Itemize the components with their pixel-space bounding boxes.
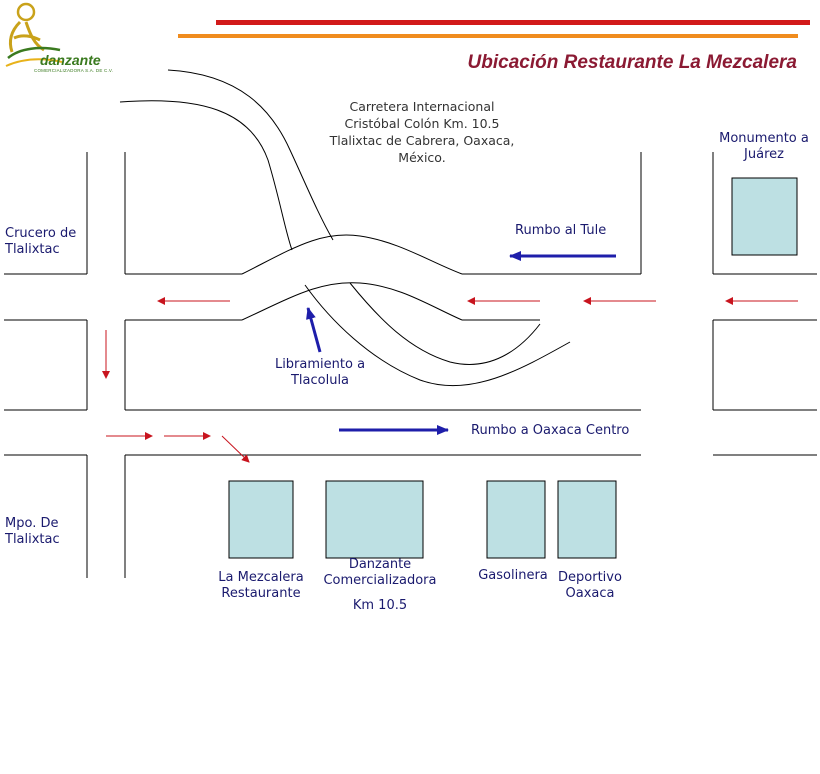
logo-subtitle: COMERCIALIZADORA S.A. DE C.V. bbox=[34, 68, 114, 73]
label-rumbo-tule: Rumbo al Tule bbox=[515, 223, 607, 238]
traffic-arrows bbox=[102, 297, 798, 463]
label-mezcalera: La Mezcalera Restaurante bbox=[206, 570, 316, 602]
building-deportivo bbox=[557, 480, 617, 559]
label-crucero: Crucero de Tlalixtac bbox=[5, 226, 76, 258]
address-block: Carretera Internacional Cristóbal Colón … bbox=[312, 98, 532, 166]
buildings bbox=[228, 177, 798, 559]
label-line: Juárez bbox=[744, 147, 784, 162]
bypass-line bbox=[349, 282, 541, 365]
bridge-curve-top bbox=[241, 234, 463, 275]
label-line: Crucero de bbox=[5, 226, 77, 241]
address-line: México. bbox=[398, 150, 446, 165]
road-lines bbox=[4, 69, 817, 578]
logo-wordmark: danzante bbox=[40, 52, 101, 68]
bypass-line bbox=[304, 284, 571, 387]
label-gasolinera: Gasolinera bbox=[478, 568, 548, 583]
label-line: Deportivo bbox=[558, 570, 622, 585]
label-deportivo: Deportivo Oaxaca bbox=[545, 570, 635, 602]
building-monumento bbox=[731, 177, 798, 256]
label-line: Tlalixtac bbox=[5, 532, 60, 547]
label-line: Libramiento a bbox=[274, 357, 366, 372]
label-monumento: Monumento a Juárez bbox=[708, 131, 820, 163]
label-rumbo-oaxaca: Rumbo a Oaxaca Centro bbox=[471, 423, 630, 438]
label-line: Restaurante bbox=[221, 586, 301, 601]
red-arrow bbox=[221, 435, 250, 463]
label-libramiento: Libramiento a Tlacolula bbox=[262, 357, 378, 389]
label-line: Danzante bbox=[348, 557, 412, 572]
label-line: Comercializadora bbox=[323, 573, 437, 588]
arrow-libramiento bbox=[306, 307, 322, 353]
direction-arrows bbox=[306, 251, 616, 435]
map-title: Ubicación Restaurante La Mezcalera bbox=[467, 52, 797, 73]
building-gasolinera bbox=[486, 480, 546, 559]
label-danzante: Danzante Comercializadora bbox=[315, 557, 445, 589]
header-bars bbox=[178, 20, 810, 38]
label-line: Monumento a bbox=[719, 131, 809, 146]
bypass-line bbox=[167, 69, 334, 241]
label-line: Oaxaca bbox=[565, 586, 615, 601]
header-bar-orange bbox=[178, 34, 798, 38]
label-line: Mpo. De bbox=[5, 516, 59, 531]
address-line: Carretera Internacional bbox=[349, 99, 495, 114]
label-municipio: Mpo. De Tlalixtac bbox=[5, 516, 60, 548]
label-km: Km 10.5 bbox=[352, 598, 408, 613]
bypass-line bbox=[119, 100, 293, 251]
address-line: Cristóbal Colón Km. 10.5 bbox=[344, 116, 500, 131]
label-line: Tlacolula bbox=[290, 373, 350, 388]
building-mezcalera bbox=[228, 480, 294, 559]
label-line: Tlalixtac bbox=[5, 242, 60, 257]
bridge-curve-bottom bbox=[241, 282, 463, 321]
danzante-logo-mark bbox=[5, 2, 63, 67]
address-line: Tlalixtac de Cabrera, Oaxaca, bbox=[329, 133, 515, 148]
label-line: La Mezcalera bbox=[218, 570, 304, 585]
header-bar-red bbox=[216, 20, 810, 25]
building-danzante bbox=[325, 480, 424, 559]
